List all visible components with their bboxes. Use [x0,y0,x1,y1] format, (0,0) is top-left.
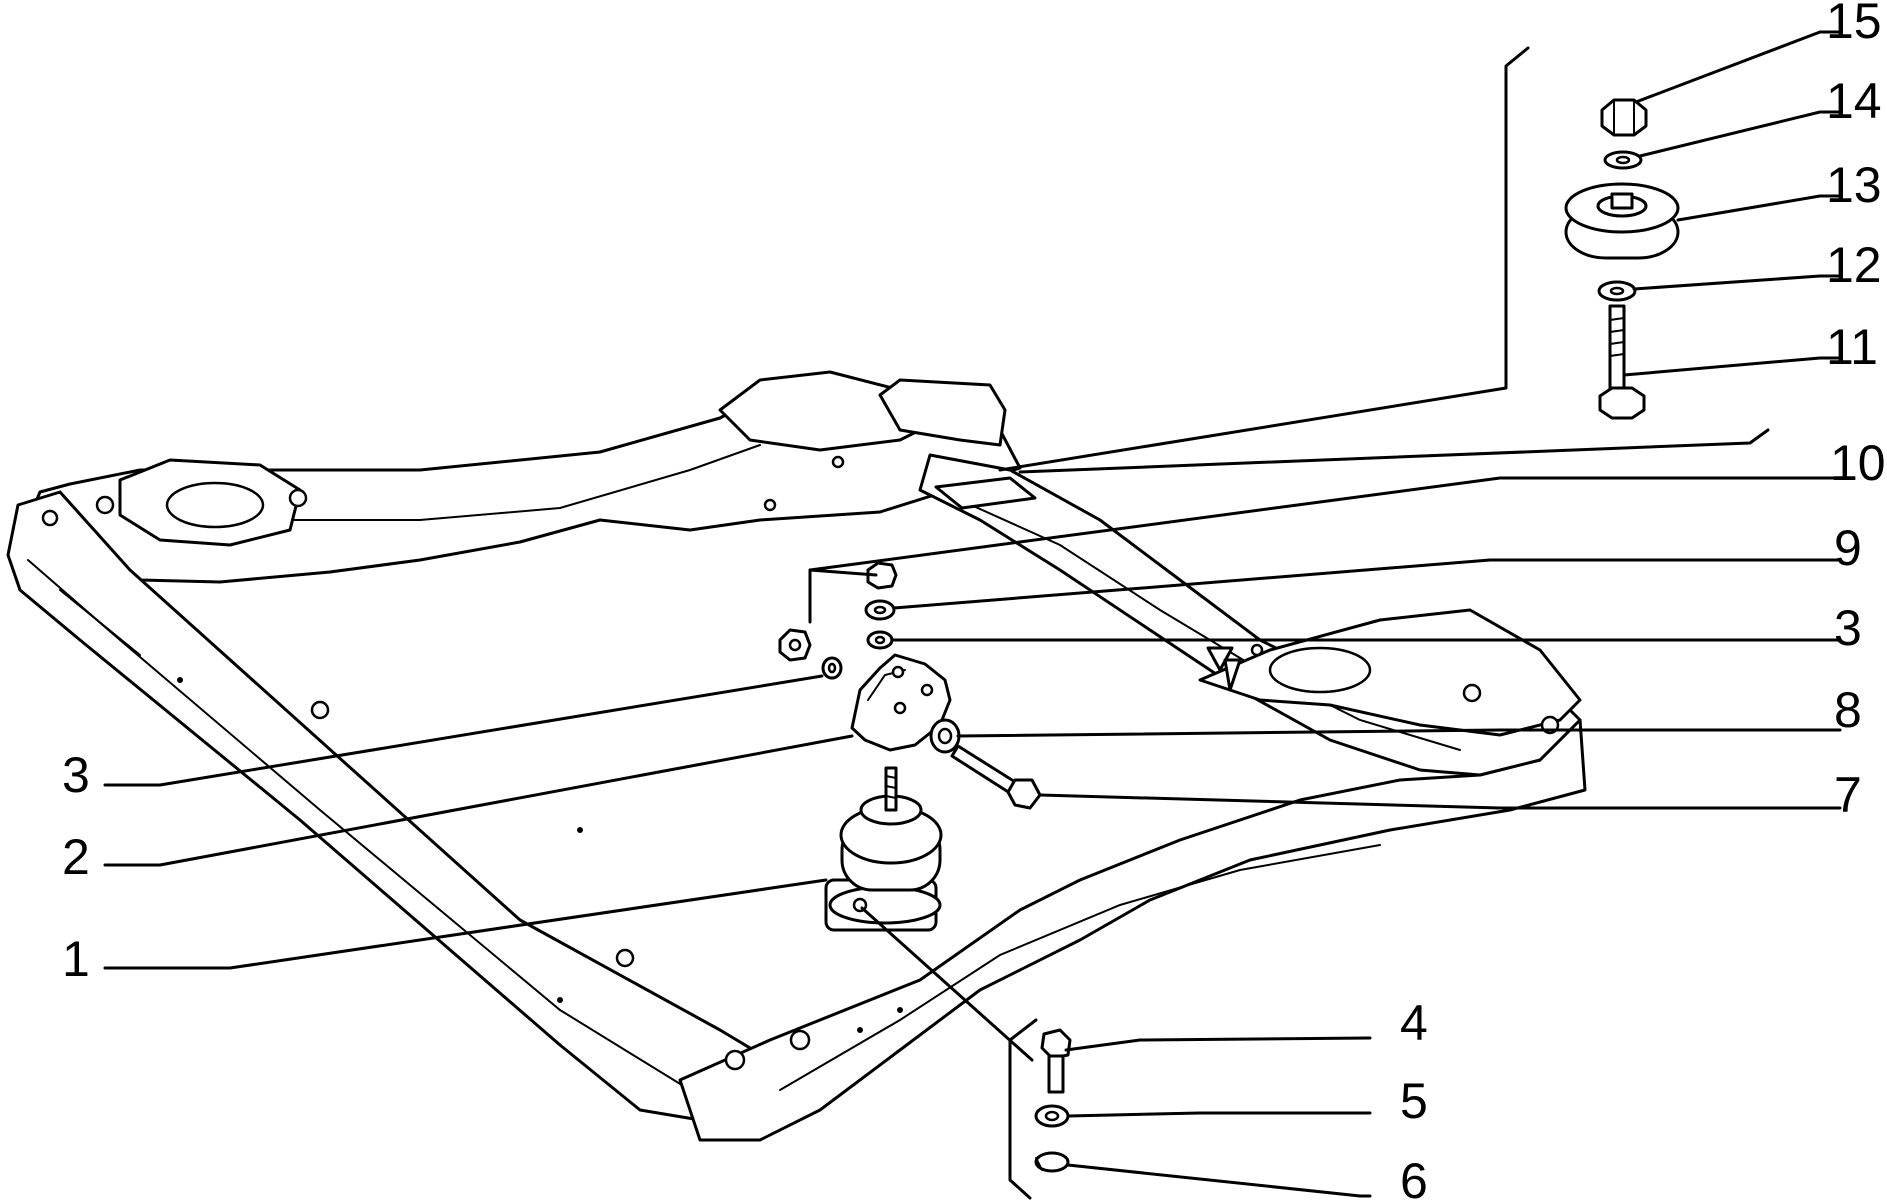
washer-part-3-left [821,656,843,680]
callout-13: 13 [1826,157,1882,213]
bolt-part-4 [1040,1028,1072,1094]
callout-14: 14 [1826,73,1882,129]
washer-part-5 [1034,1104,1070,1128]
callout-1: 1 [62,931,90,987]
callout-4: 4 [1400,995,1428,1051]
washer-part-14 [1603,150,1643,170]
bolt-part-7 [950,744,1042,810]
subframe-crossmember [6,370,1587,1142]
rubber-mount-part-13 [1564,182,1680,260]
callout-5: 5 [1400,1073,1428,1129]
callout-6: 6 [1400,1153,1428,1201]
washer-part-3-right [866,630,894,650]
callout-9: 9 [1834,520,1862,576]
leader-lines [103,30,1842,1200]
callout-labels: 15 14 13 12 11 10 9 3 8 7 3 2 1 4 5 6 [62,0,1886,1201]
callout-11: 11 [1826,319,1878,375]
callout-12: 12 [1826,237,1882,293]
engine-mount-part-1 [824,766,943,932]
bush-part-8 [929,718,961,754]
callout-8: 8 [1834,682,1862,738]
callout-15: 15 [1826,0,1882,49]
clip-part-6 [1034,1151,1070,1173]
callout-2: 2 [62,829,90,885]
callout-3-right: 3 [1834,600,1862,656]
callout-3-left: 3 [62,747,90,803]
washer-part-12 [1597,280,1637,302]
washer-part-9 [864,599,896,621]
bracket-part-2 [850,653,952,752]
nut-part-10-top [866,561,898,590]
bolt-part-11 [1598,304,1646,420]
nut-part-10-left [778,628,812,662]
nut-part-15 [1600,98,1648,137]
callout-10: 10 [1830,435,1886,491]
callout-7: 7 [1834,767,1862,823]
